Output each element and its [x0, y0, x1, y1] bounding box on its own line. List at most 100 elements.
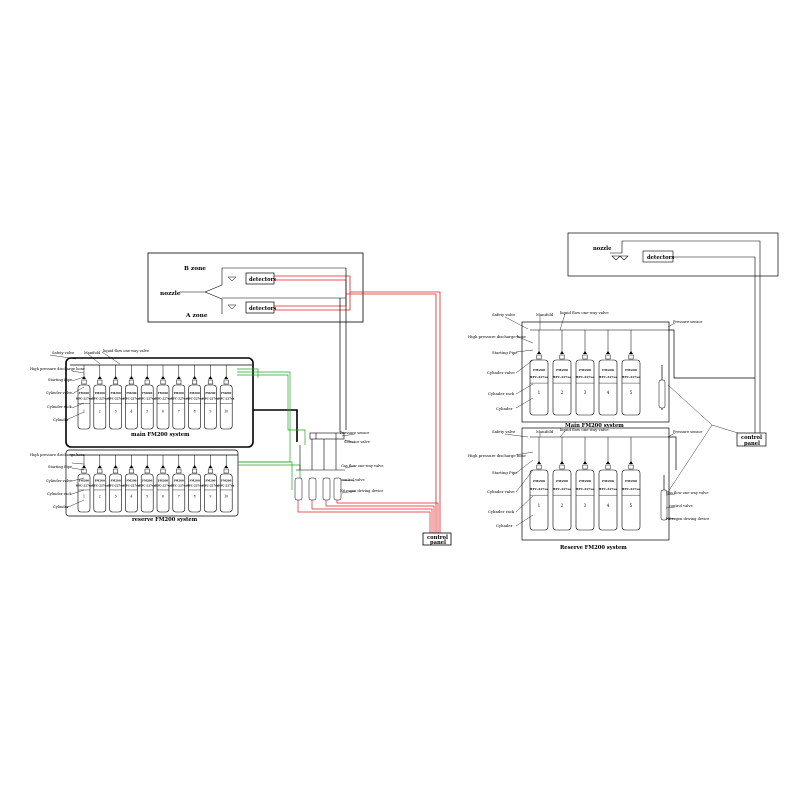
cylinder-subtitle: HFC-227ea: [622, 375, 641, 379]
left-detector-b: [245, 272, 275, 285]
cylinder-title: FM200: [221, 479, 231, 483]
one-way-valve-symbol: [176, 465, 181, 468]
cylinder-number: 4: [130, 495, 132, 499]
right-label-cylinder-valve-2: Cylinder valve: [487, 489, 515, 494]
cylinder-body: [598, 469, 618, 531]
cylinder-valve: [582, 464, 588, 470]
one-way-valve-symbol: [129, 465, 134, 468]
cylinder-title: FM200: [79, 479, 89, 483]
left-label-liquid-flow-valve: liquid flow one-way valve: [103, 349, 149, 353]
right-label-pressure-sensor-2: Pressure sensor: [673, 430, 703, 434]
left-label-starting-pipe: Starting Pipe: [48, 378, 72, 382]
cylinder-title: FM200: [221, 391, 231, 395]
cylinder-body: [552, 469, 572, 531]
cylinder-number: 9: [209, 409, 211, 413]
cylinder-number: 4: [130, 409, 132, 413]
one-way-valve-symbol: [560, 461, 564, 464]
cylinder-subtitle: HFC-227ea: [218, 397, 234, 401]
one-way-valve-symbol: [208, 465, 213, 468]
cylinder-body: [188, 384, 201, 430]
one-way-valve-symbol: [145, 376, 150, 379]
cylinder-body: [156, 473, 170, 513]
left-label-hp-hose-2: High pressure discharge hose: [30, 453, 85, 457]
right-control-panel: [736, 432, 767, 447]
cylinder-valve: [113, 379, 119, 385]
cylinder-number: 10: [224, 495, 228, 499]
right-control-panel-line2: panel: [744, 441, 760, 447]
right-label-gas-flow-valve: Gas flow one-way valve: [666, 491, 708, 495]
right-label-pressure-sensor: Pressure sensor: [673, 320, 703, 324]
left-label-starting-pipe-2: Starting Pipe: [48, 465, 72, 469]
cylinder-number: 8: [194, 495, 196, 499]
cylinder-title: FM200: [158, 391, 168, 395]
cylinder-subtitle: HFC-227ea: [530, 487, 549, 491]
cylinder-number: 6: [162, 409, 164, 413]
right-label-control-valve: control valve: [669, 504, 693, 508]
cylinder-title: FM200: [111, 391, 121, 395]
cylinder-valve: [605, 354, 611, 360]
left-reserve-rack: [65, 449, 239, 517]
cylinder-valve: [192, 379, 198, 385]
right-nozzle-pipe: [610, 240, 761, 440]
left-main-cylinders: FM200HFC-227ea1FM200HFC-227ea2FM200HFC-2…: [76, 365, 235, 430]
cylinder-body: [204, 384, 217, 430]
cylinder-title: FM200: [556, 368, 568, 372]
one-way-valve-symbol: [145, 465, 150, 468]
cylinder-valve: [160, 379, 166, 385]
left-label-cylinder-valve: Cylinder valve: [46, 391, 72, 395]
left-label-cylinder-rack-2: Cylinder rack: [47, 492, 73, 496]
cylinder-title: FM200: [533, 368, 545, 372]
right-label-safety-valve: Safety valve: [492, 312, 516, 317]
cylinder-number: 3: [584, 503, 587, 508]
cylinder-title: FM200: [111, 479, 121, 483]
left-nozzle-pipes: [180, 267, 346, 314]
left-b-zone-label: B zone: [184, 266, 206, 272]
left-label-selector-valve: Selector valve: [344, 440, 370, 444]
left-label-control-valve: control valve: [341, 478, 365, 482]
cylinder-valve: [223, 468, 229, 474]
one-way-valve-symbol: [606, 461, 610, 464]
cylinder-body: [188, 473, 201, 513]
right-main-caption: Main FM200 system: [565, 423, 624, 429]
cylinder-subtitle: HFC-227ea: [76, 484, 92, 488]
right-label-manifold: Manifold: [536, 312, 554, 317]
cylinder-number: 1: [83, 495, 85, 499]
right-label-cylinder: Cylinder: [496, 406, 513, 411]
right-reserve-caption: Reserve FM200 system: [560, 545, 627, 551]
left-label-hp-hose: High pressure discharge hose: [30, 367, 85, 371]
left-label-leaders: [49, 351, 121, 509]
cylinder-valve: [97, 468, 103, 474]
cylinder-title: FM200: [579, 479, 591, 483]
cylinder-body: [529, 469, 549, 531]
cylinder-body: [172, 473, 186, 513]
cylinder-number: 2: [561, 390, 564, 395]
cylinder-number: 3: [115, 495, 117, 499]
one-way-valve-symbol: [224, 376, 229, 379]
cylinder-number: 1: [538, 390, 541, 395]
cylinder-title: FM200: [126, 479, 136, 483]
cylinder-subtitle: HFC-227ea: [155, 397, 171, 401]
cylinder-title: FM200: [190, 391, 200, 395]
cylinder-subtitle: HFC-227ea: [108, 484, 124, 488]
cylinder-subtitle: HFC-227ea: [171, 484, 187, 488]
right-label-safety-valve-2: Safety valve: [492, 429, 516, 434]
one-way-valve-symbol: [82, 465, 86, 468]
cylinder-title: FM200: [142, 479, 152, 483]
left-label-cylinder-valve-2: Cylinder valve: [46, 479, 72, 483]
right-control-panel-line1: control: [741, 435, 762, 441]
right-label-hp-hose-2: High pressure discharge hose: [468, 453, 527, 458]
cylinder-valve: [223, 379, 229, 385]
